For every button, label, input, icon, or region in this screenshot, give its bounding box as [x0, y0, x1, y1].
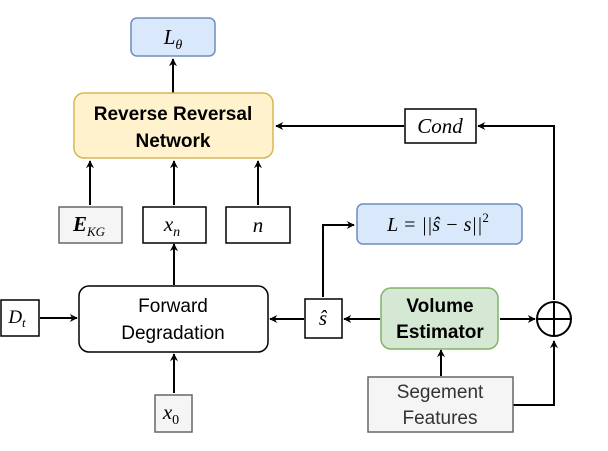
sum-node — [536, 301, 572, 337]
loss-theta-sub: θ — [175, 38, 182, 53]
x-n-sub: n — [173, 225, 180, 240]
svg-text:L = ||ŝ − s||2: L = ||ŝ − s||2 — [386, 210, 489, 236]
forward-degradation-line1: Forward — [138, 296, 208, 317]
cond-label: Cond — [417, 114, 463, 138]
d-t-sub: t — [22, 315, 26, 330]
volume-loss-node: L = ||ŝ − s||2 — [356, 203, 523, 245]
edge-features-to-sum — [513, 340, 558, 406]
e-kg-sub: KG — [86, 224, 106, 239]
x-0-sub: 0 — [172, 413, 179, 428]
edge-shat-to-volume-loss — [322, 221, 355, 297]
n-label: n — [253, 213, 264, 237]
volume-loss-label: L = ||ŝ − s|| — [386, 214, 482, 236]
loss-theta-label: L — [163, 25, 176, 49]
forward-degradation-node: Forward Degradation — [78, 285, 269, 353]
d-t-node: Dt — [0, 299, 40, 337]
segment-features-line2: Features — [403, 408, 478, 429]
x-0-node: x0 — [154, 394, 193, 433]
svg-text:Dt: Dt — [7, 307, 26, 330]
x-n-node: xn — [142, 206, 207, 244]
svg-text:Lθ: Lθ — [163, 25, 183, 53]
svg-text:EKG: EKG — [72, 212, 106, 239]
cond-node: Cond — [404, 108, 477, 144]
e-kg-node: EKG — [58, 206, 123, 244]
edge-sum-to-cond — [477, 122, 555, 300]
volume-loss-sup: 2 — [482, 210, 489, 225]
edges — [40, 58, 558, 406]
svg-text:x0: x0 — [162, 400, 179, 428]
svg-text:xn: xn — [163, 212, 180, 240]
segment-features-line1: Segement — [397, 382, 484, 403]
reverse-network-line1: Reverse Reversal — [94, 104, 252, 125]
forward-degradation-line2: Degradation — [121, 323, 225, 344]
volume-estimator-line1: Volume — [406, 296, 473, 317]
d-t-label: D — [7, 307, 22, 328]
s-hat-node: ŝ — [304, 298, 343, 339]
volume-estimator-node: Volume Estimator — [380, 287, 499, 350]
x-0-label: x — [162, 400, 173, 424]
x-n-label: x — [163, 212, 174, 236]
s-hat-label: ŝ — [319, 306, 328, 330]
n-node: n — [225, 206, 291, 244]
reverse-network-line2: Network — [136, 131, 211, 152]
volume-estimator-line2: Estimator — [396, 322, 484, 343]
e-kg-label: E — [72, 212, 87, 236]
segment-features-node: Segement Features — [367, 376, 514, 433]
reverse-network-node: Reverse Reversal Network — [73, 92, 274, 159]
loss-theta-node: Lθ — [130, 17, 216, 57]
